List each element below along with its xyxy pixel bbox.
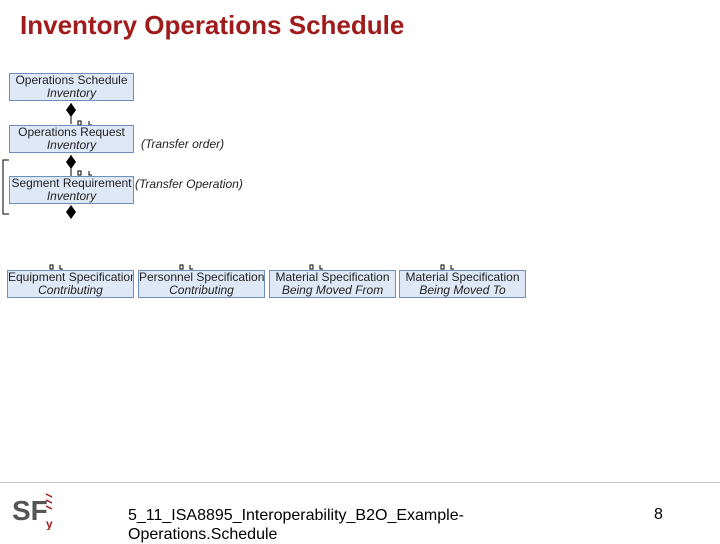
logo-letters: SF: [12, 495, 48, 526]
transfer-order-note: (Transfer order): [141, 137, 225, 151]
node-subtitle: Being Moved To: [419, 283, 506, 297]
material-specification-from-node[interactable]: Material Specification Being Moved From: [269, 270, 396, 298]
node-title: Material Specification: [275, 270, 390, 284]
operations-schedule-node[interactable]: Operations Schedule Inventory: [9, 73, 134, 101]
node-title: Operations Schedule: [15, 73, 128, 87]
slide-title: Inventory Operations Schedule: [20, 10, 405, 40]
svg-text:y: y: [46, 517, 53, 530]
material-specification-to-node[interactable]: Material Specification Being Moved To: [399, 270, 526, 298]
node-title: Material Specification: [405, 270, 520, 284]
node-subtitle: Inventory: [46, 189, 97, 203]
aggregation-diamond: [66, 205, 76, 219]
footer-filename: 5_11_ISA8895_Interoperability_B2O_Exampl…: [128, 507, 464, 543]
node-title: Personnel Specification: [139, 270, 265, 284]
node-subtitle: Inventory: [46, 86, 97, 100]
node-subtitle: Inventory: [46, 138, 97, 152]
aggregation-diamond: [66, 103, 76, 117]
left-bracket-connector: [2, 159, 9, 215]
page-number: 8: [654, 506, 663, 523]
aggregation-diamond: [66, 155, 76, 169]
personnel-specification-node[interactable]: Personnel Specification Contributing: [138, 270, 265, 298]
sfy-logo: SF y: [12, 493, 53, 530]
footer-divider: [0, 482, 720, 483]
node-subtitle: Being Moved From: [281, 283, 384, 297]
equipment-specification-node[interactable]: Equipment Specification Contributing: [7, 270, 134, 298]
node-title: Segment Requirement: [11, 176, 132, 190]
node-title: Equipment Specification: [8, 270, 134, 284]
node-subtitle: Contributing: [38, 283, 103, 297]
operations-request-node[interactable]: Operations Request Inventory: [9, 125, 134, 153]
node-title: Operations Request: [18, 125, 125, 139]
transfer-operation-note: (Transfer Operation): [135, 177, 243, 191]
node-subtitle: Contributing: [169, 283, 234, 297]
segment-requirement-node[interactable]: Segment Requirement Inventory: [9, 176, 134, 204]
